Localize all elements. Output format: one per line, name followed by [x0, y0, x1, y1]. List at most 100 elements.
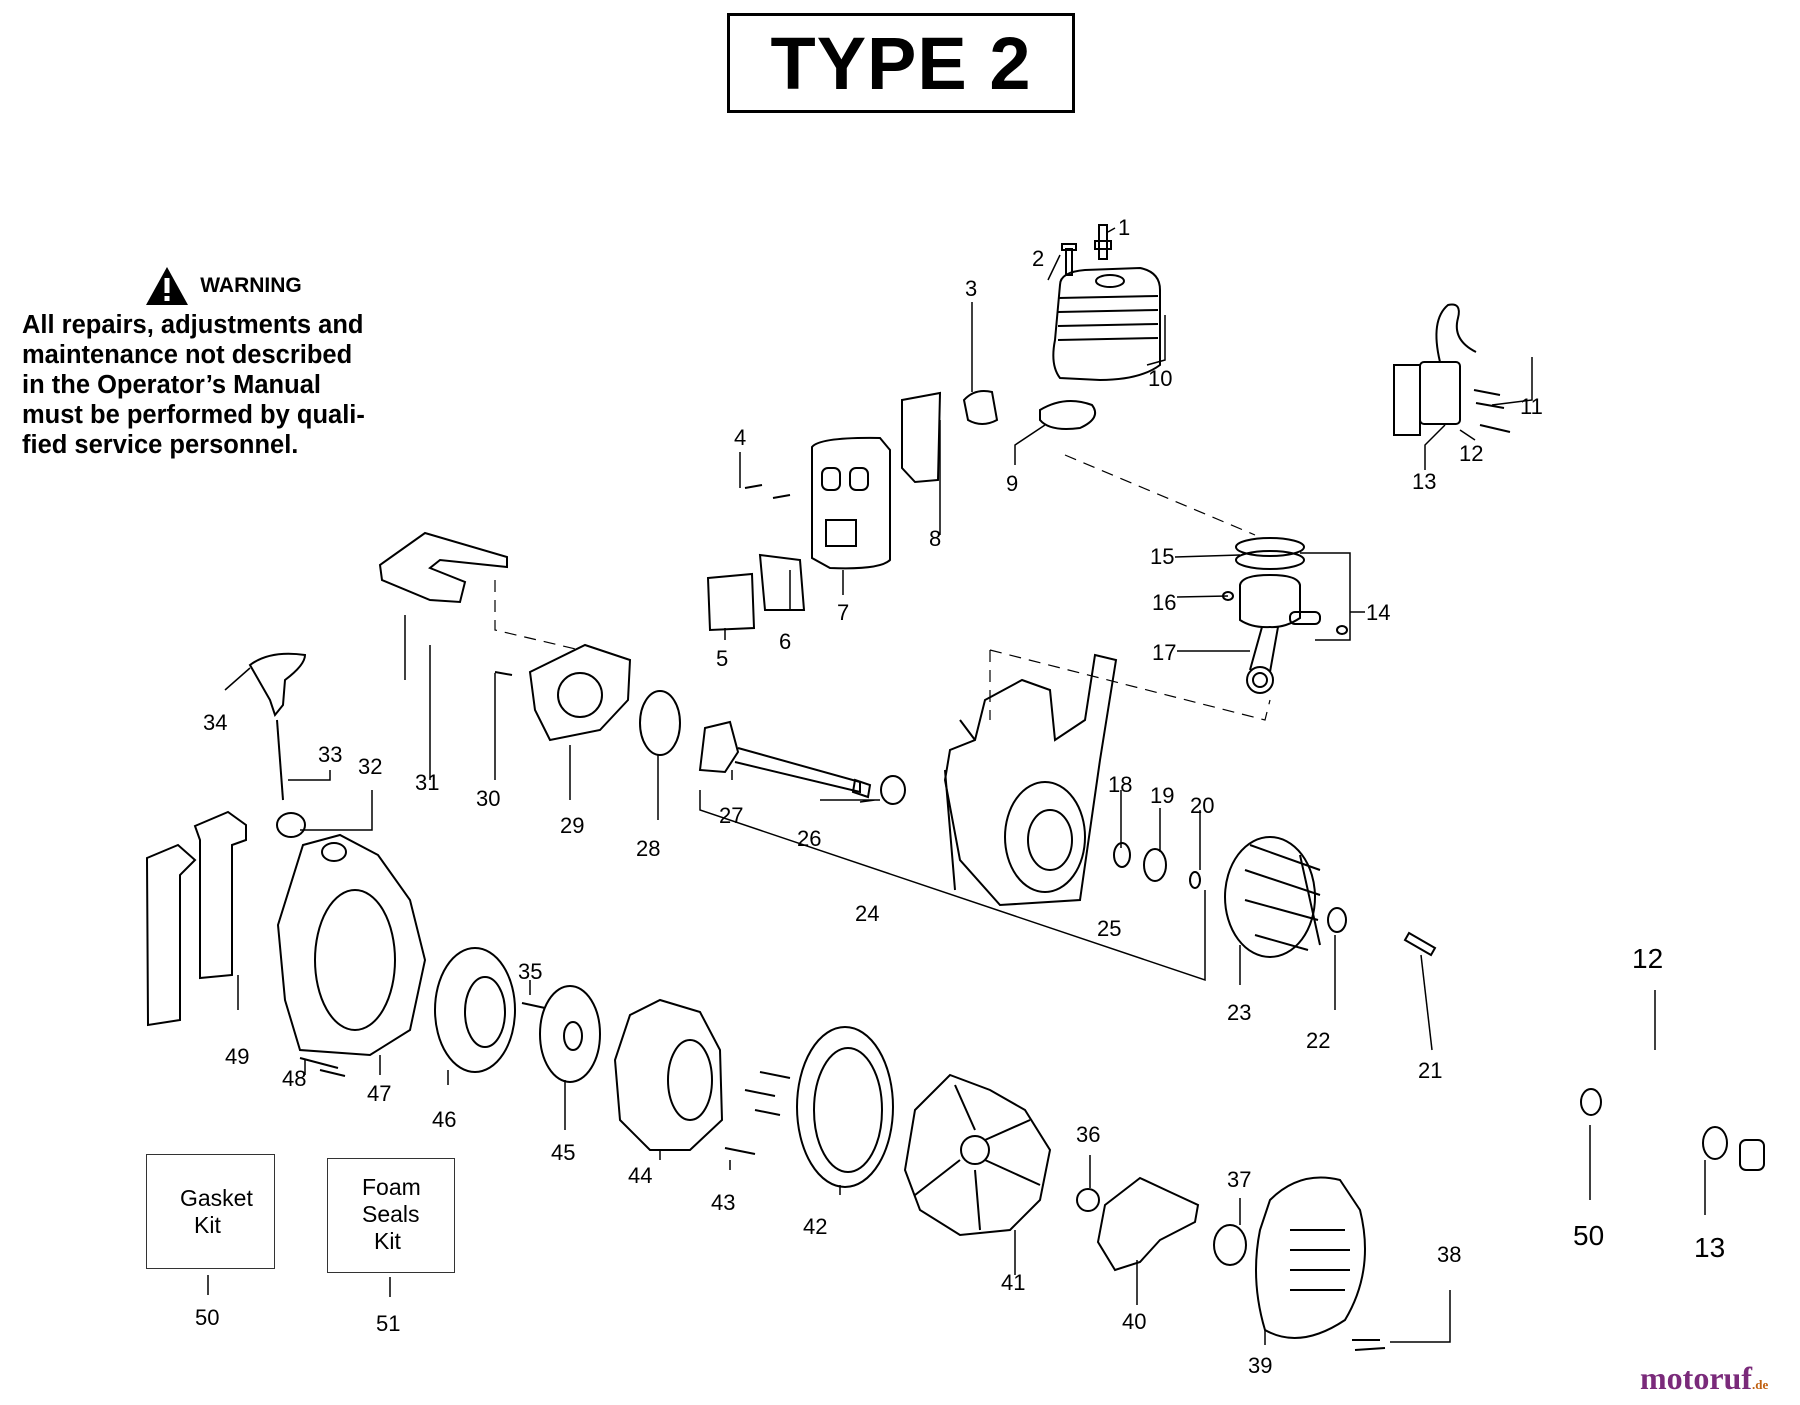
callout-label: 47: [367, 1081, 391, 1106]
callout-label: 43: [711, 1190, 735, 1215]
warning-line: in the Operator’s Manual: [22, 371, 321, 399]
watermark-text: motoruf: [1640, 1360, 1752, 1396]
starter-pulley-part: [434, 947, 516, 1073]
o-ring-part: [639, 690, 681, 756]
callout-label: 38: [1437, 1242, 1461, 1267]
callout-label: 26: [797, 826, 821, 851]
ignition-module-part: [1393, 303, 1511, 436]
callout-label: 24: [855, 901, 879, 926]
callout-label: 36: [1076, 1122, 1100, 1147]
piston-ring-part: [1235, 537, 1305, 570]
callout-label: 39: [1248, 1353, 1272, 1378]
callout-label: 6: [779, 629, 791, 654]
callout-label: 41: [1001, 1270, 1025, 1295]
callout-label: 17: [1152, 640, 1176, 665]
callout-label: 13: [1412, 469, 1436, 494]
callout-label: 12: [1459, 441, 1483, 466]
cylinder-bolt-part: [1061, 243, 1077, 276]
callout-label: 1: [1118, 215, 1130, 240]
warning-triangle-icon: [146, 267, 189, 305]
foam-seal-part: [193, 810, 247, 980]
flywheel-key-part: [1403, 931, 1437, 957]
foam-seals-kit-box: Foam Seals Kit: [327, 1158, 455, 1273]
warning-line: fied service personnel.: [22, 431, 299, 459]
callout-label: 15: [1150, 544, 1174, 569]
spacer-part: [1739, 1139, 1765, 1171]
impeller-part: [903, 1073, 1052, 1237]
foam-kit-label: Foam: [362, 1174, 421, 1200]
callout-label: 25: [1097, 916, 1121, 941]
callout-label: 7: [837, 600, 849, 625]
crankshaft-part: [698, 720, 872, 799]
callout-label: 42: [803, 1214, 827, 1239]
flywheel-part: [1224, 836, 1321, 958]
callout-label: 28: [636, 836, 660, 861]
callout-label: 50: [1573, 1220, 1604, 1251]
intake-boot-part: [962, 390, 999, 425]
callout-label: 14: [1366, 600, 1390, 625]
alignment-lines: [494, 454, 1271, 721]
starter-washer-part: [539, 985, 601, 1083]
callout-label: 19: [1150, 783, 1174, 808]
spacer-part: [1213, 1224, 1247, 1266]
callout-label: 11: [1520, 394, 1543, 419]
foam-kit-label: Seals: [362, 1201, 420, 1227]
piston-part: [1239, 573, 1301, 694]
callout-label: 51: [376, 1311, 400, 1336]
warning-text: All repairs, adjustments and maintenance…: [22, 310, 394, 460]
callout-label: 2: [1032, 246, 1044, 271]
callout-label: 18: [1108, 772, 1132, 797]
callout-label: 20: [1190, 793, 1214, 818]
callout-label: 48: [282, 1066, 306, 1091]
callout-label: 29: [560, 813, 584, 838]
fan-plate-part: [1096, 1176, 1200, 1272]
spacer-part: [1702, 1126, 1728, 1160]
rope-guide-part: [276, 812, 306, 838]
callout-label: 5: [716, 646, 728, 671]
diagram-title: TYPE 2: [770, 21, 1032, 105]
spark-plug-part: [1094, 224, 1112, 260]
foam-kit-label: Kit: [374, 1228, 401, 1254]
callout-label: 32: [358, 754, 382, 779]
callout-label: 4: [734, 425, 746, 450]
warning-label: WARNING: [200, 274, 302, 297]
callout-label: 34: [203, 710, 227, 735]
pulley-screw-part: [521, 1002, 546, 1009]
starter-housing-part: [613, 998, 724, 1151]
callout-label: 13: [1694, 1232, 1725, 1263]
watermark-logo: motoruf.de: [1640, 1360, 1768, 1397]
bearing-part: [1113, 842, 1131, 868]
retaining-ring-part: [1189, 871, 1201, 889]
warning-line: maintenance not described: [22, 341, 353, 369]
muffler-screw-part: [744, 484, 791, 499]
callout-label: 30: [476, 786, 500, 811]
cylinder-part: [1052, 266, 1161, 382]
callout-label: 37: [1227, 1167, 1251, 1192]
diagram-title-box: TYPE 2: [727, 13, 1075, 113]
callout-label: 31: [415, 770, 439, 795]
carburetor-adapter-part: [528, 643, 632, 742]
leader-lines: [207, 227, 1706, 1345]
callout-labels: 1 2 3 4 5 6 7 8 9 10 11 12 13 14 15 16 1…: [195, 215, 1725, 1378]
warning-line: All repairs, adjustments and: [22, 311, 364, 339]
callout-label: 45: [551, 1140, 575, 1165]
watermark-suffix: .de: [1751, 1377, 1769, 1392]
spark-arrestor-cover-part: [706, 572, 756, 632]
warning-notice: WARNING All repairs, adjustments and mai…: [22, 262, 394, 460]
callout-label: 12: [1632, 943, 1663, 974]
callout-label: 46: [432, 1107, 456, 1132]
callout-label: 8: [929, 526, 941, 551]
muffler-part: [811, 436, 891, 570]
warning-line: must be performed by quali-: [22, 401, 365, 429]
fan-housing-part: [276, 833, 427, 1057]
cylinder-gasket-part: [1039, 400, 1096, 430]
callout-label: 16: [1152, 590, 1176, 615]
piston-pin-part: [1222, 591, 1348, 635]
blower-screw-part: [1352, 1339, 1386, 1351]
fan-cover-part: [796, 1026, 894, 1188]
callout-label: 22: [1306, 1028, 1330, 1053]
callout-label: 49: [225, 1044, 249, 1069]
warning-header: WARNING: [52, 262, 394, 310]
callout-label: 33: [318, 742, 342, 767]
callout-label: 35: [518, 959, 542, 984]
